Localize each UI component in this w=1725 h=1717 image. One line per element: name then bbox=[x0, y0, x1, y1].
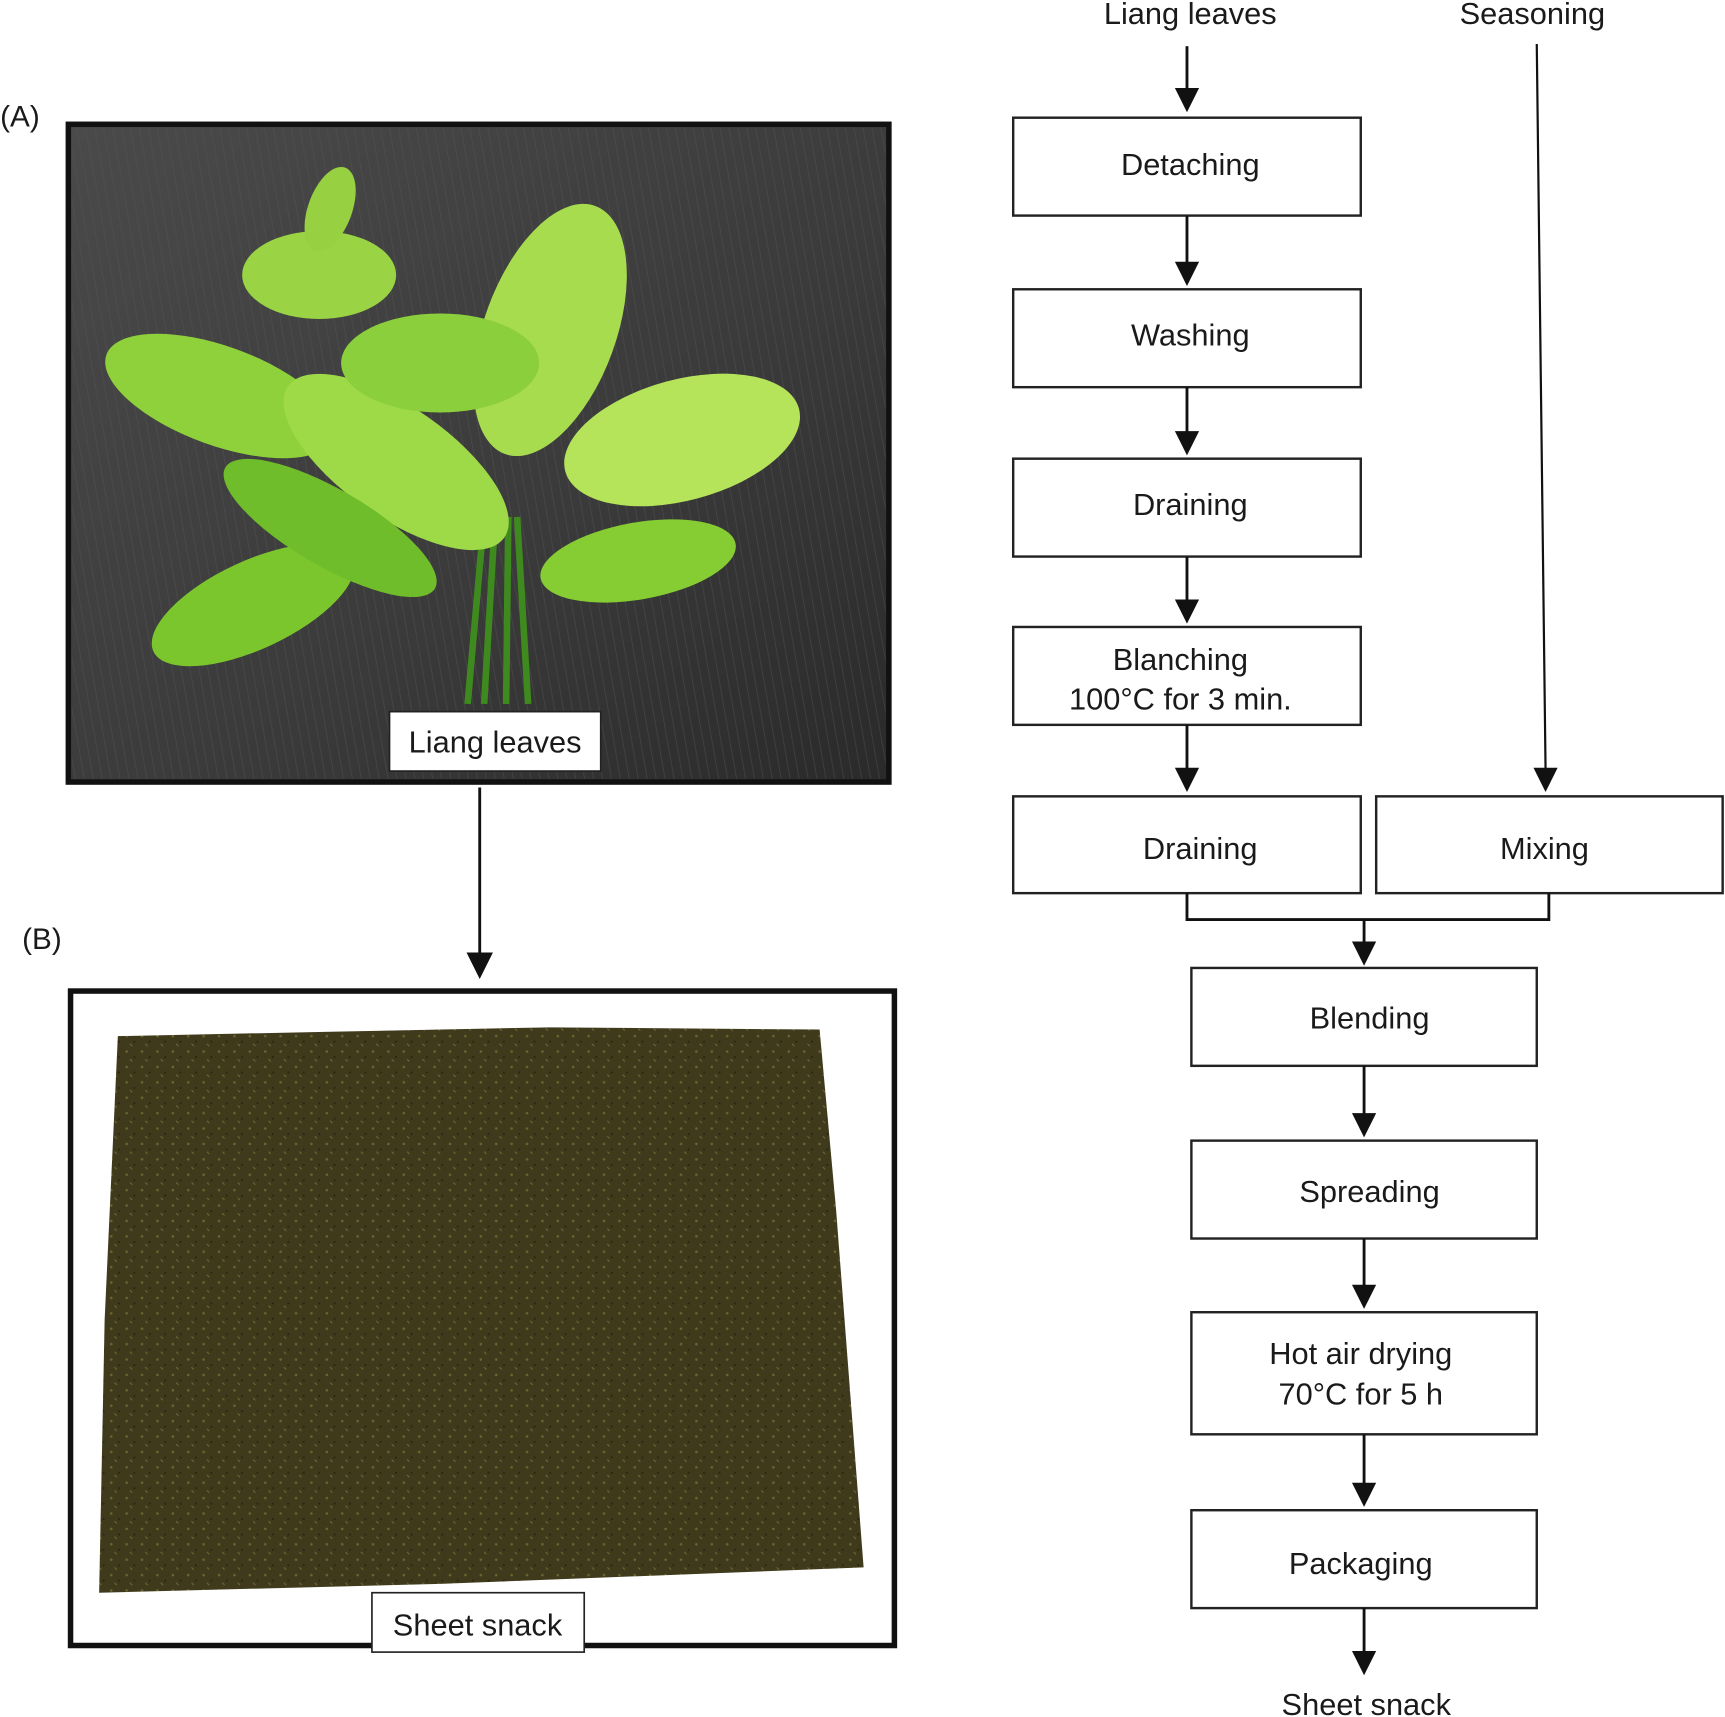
step-packaging bbox=[1190, 1509, 1538, 1610]
arrow-head-icon bbox=[1174, 599, 1200, 624]
step-sublabel: 70°C for 5 h bbox=[1278, 1377, 1443, 1412]
step-spreading bbox=[1190, 1139, 1538, 1240]
step-mixing bbox=[1374, 795, 1724, 895]
step-label: Blanching bbox=[1113, 642, 1248, 677]
arrow-head-icon bbox=[1174, 261, 1200, 286]
step-label: Draining bbox=[1133, 487, 1248, 522]
liang-leaves-photo: Liang leaves bbox=[65, 121, 892, 785]
step-sublabel: 100°C for 3 min. bbox=[1069, 681, 1292, 716]
arrow-head-icon bbox=[1174, 431, 1200, 456]
step-blanching bbox=[1011, 625, 1362, 727]
step-label: Spreading bbox=[1299, 1174, 1439, 1209]
step-detaching bbox=[1011, 116, 1362, 217]
arrow-head-icon bbox=[1174, 767, 1200, 792]
panel-b-tag: (B) bbox=[22, 923, 62, 956]
arrow-head-icon bbox=[1351, 1482, 1377, 1507]
liang-leaves-caption-box bbox=[388, 710, 602, 772]
flowchart: Liang leaves Seasoning Detaching Washing… bbox=[1011, 0, 1724, 1717]
step-label: Washing bbox=[1131, 317, 1250, 352]
step-label: Detaching bbox=[1121, 147, 1260, 182]
sheet-snack-caption-box bbox=[371, 1591, 586, 1653]
step-label: Packaging bbox=[1289, 1546, 1433, 1581]
step-label: Hot air drying bbox=[1269, 1336, 1452, 1371]
step-label: Blending bbox=[1310, 1000, 1430, 1035]
step-blending bbox=[1190, 966, 1538, 1068]
sheet-snack-photo: Sheet snack bbox=[67, 988, 898, 1653]
arrow-head-icon bbox=[466, 952, 493, 979]
step-label: Mixing bbox=[1500, 831, 1589, 866]
sheet-snack-caption: Sheet snack bbox=[393, 1608, 563, 1643]
arrow-head-icon bbox=[1533, 767, 1558, 792]
arrow-head-icon bbox=[1351, 941, 1377, 966]
input-liang-leaves: Liang leaves bbox=[1104, 0, 1277, 31]
merge-connector bbox=[1185, 893, 1551, 921]
step-label: Draining bbox=[1143, 831, 1258, 866]
step-washing bbox=[1011, 288, 1362, 389]
step-draining bbox=[1011, 457, 1362, 558]
arrow-head-icon bbox=[1174, 87, 1200, 113]
liang-leaves-caption: Liang leaves bbox=[409, 724, 582, 759]
step-hot-air-drying bbox=[1190, 1311, 1538, 1436]
output-sheet-snack: Sheet snack bbox=[1282, 1687, 1452, 1717]
arrow-head-icon bbox=[1351, 1651, 1377, 1676]
input-seasoning: Seasoning bbox=[1460, 0, 1605, 31]
arrow-head-icon bbox=[1351, 1284, 1377, 1309]
arrow-head-icon bbox=[1351, 1113, 1377, 1138]
panel-a-tag: (A) bbox=[0, 100, 40, 133]
step-draining-2 bbox=[1011, 795, 1362, 895]
leaf-bunch-image bbox=[105, 166, 801, 705]
sheet-snack-image bbox=[99, 1027, 864, 1593]
